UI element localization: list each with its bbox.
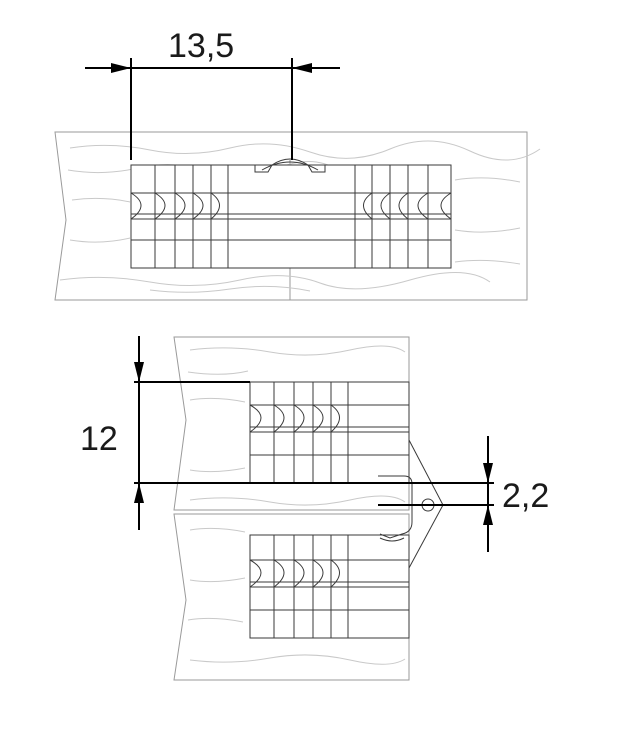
top-dimension-13-5: 13,5 bbox=[85, 27, 340, 160]
side-latch-arc bbox=[379, 537, 405, 542]
side-upper-connector-lines bbox=[249, 382, 409, 483]
side-view: 12 2,2 bbox=[80, 336, 549, 681]
top-right-ribs bbox=[354, 165, 452, 268]
side-latch-clip bbox=[378, 475, 413, 539]
side-dimension-2-2: 2,2 bbox=[378, 436, 549, 552]
dimension-label-13-5: 13,5 bbox=[168, 27, 234, 65]
side-dimension-12: 12 bbox=[80, 336, 378, 530]
side-wood-grain bbox=[187, 345, 406, 665]
side-lower-connector-lines bbox=[249, 535, 409, 638]
top-center-latch bbox=[254, 158, 326, 173]
top-left-ribs bbox=[130, 165, 229, 268]
dimension-label-2-2: 2,2 bbox=[502, 477, 549, 515]
top-view: 13,5 bbox=[54, 27, 541, 301]
top-center-latch-arc bbox=[261, 161, 319, 171]
top-connector-body bbox=[130, 164, 452, 269]
dimension-label-12: 12 bbox=[80, 420, 118, 458]
